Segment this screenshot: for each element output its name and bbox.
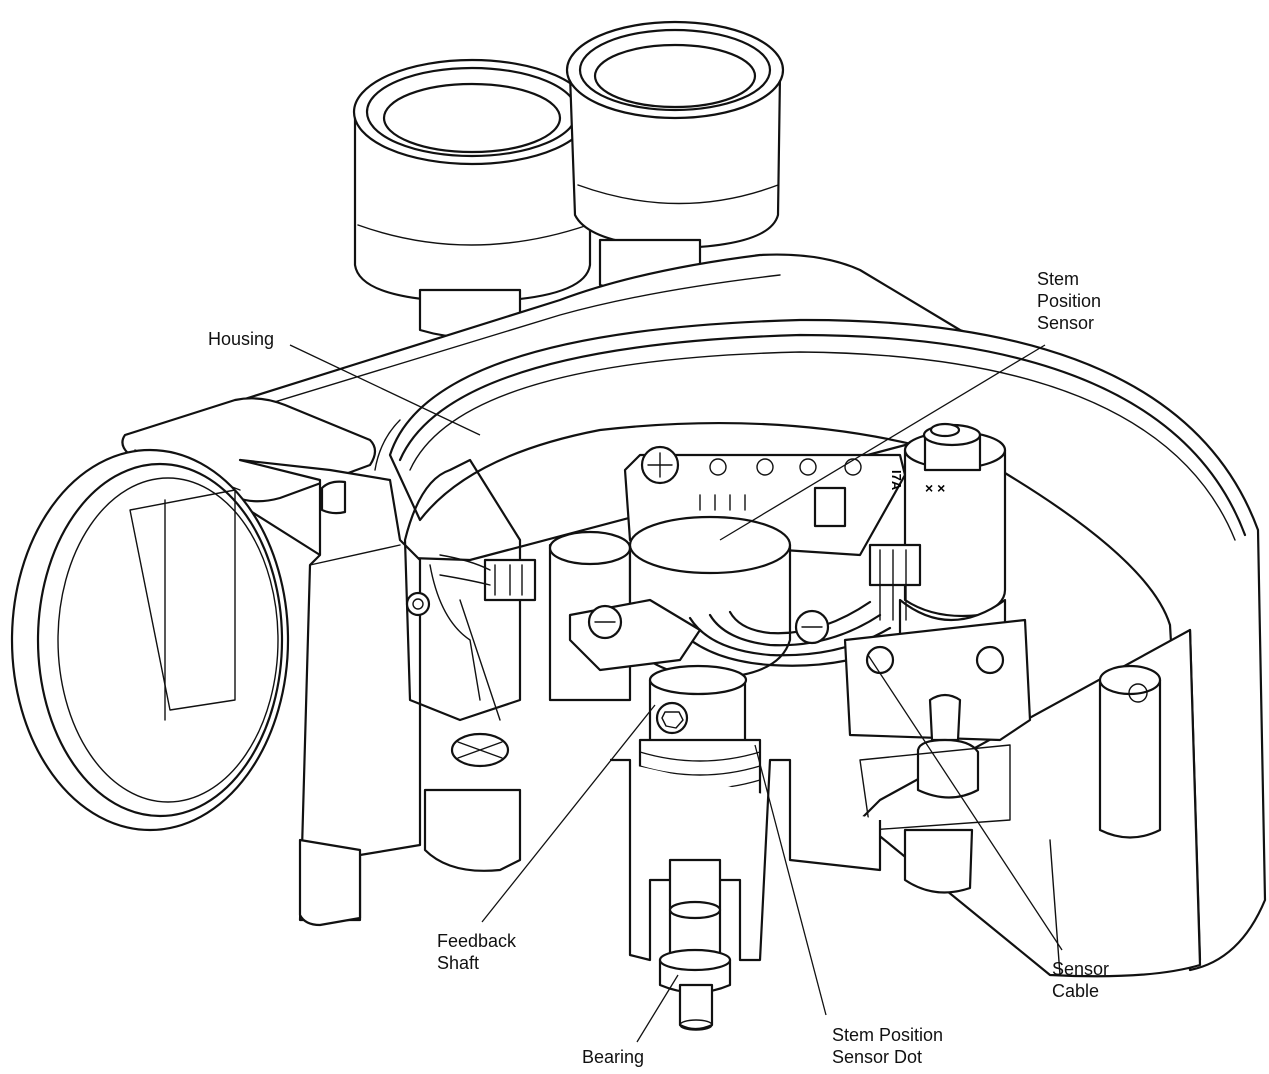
internal-mechanism — [403, 422, 1162, 894]
label-housing: Housing — [208, 329, 275, 349]
leader-stem-position-sensor — [719, 344, 1046, 541]
leader-bearing — [636, 974, 679, 1043]
label-feedback-shaft: Feedback Shaft — [437, 931, 517, 973]
pressure-gauge-right — [565, 20, 785, 294]
leader-stem-position-sensor-dot — [754, 744, 827, 1016]
leader-sensor-cable — [867, 654, 1063, 951]
label-bearing: Bearing — [582, 1047, 645, 1067]
label-stem-position-sensor-dot: Stem Position Sensor Dot — [832, 1025, 944, 1067]
label-stem-position-sensor: Stem Position Sensor — [1037, 269, 1102, 333]
feedback-shaft-assembly — [610, 664, 882, 1031]
label-sensor-cable: Sensor Cable — [1052, 959, 1110, 1001]
leader-feedback-shaft — [481, 704, 656, 923]
housing-cover-cylinder — [374, 318, 1267, 978]
pressure-gauge-left — [352, 58, 592, 339]
cross-marks: × × — [925, 480, 945, 496]
leader-housing — [289, 344, 481, 436]
part-code-marking: I7A — [889, 470, 904, 491]
